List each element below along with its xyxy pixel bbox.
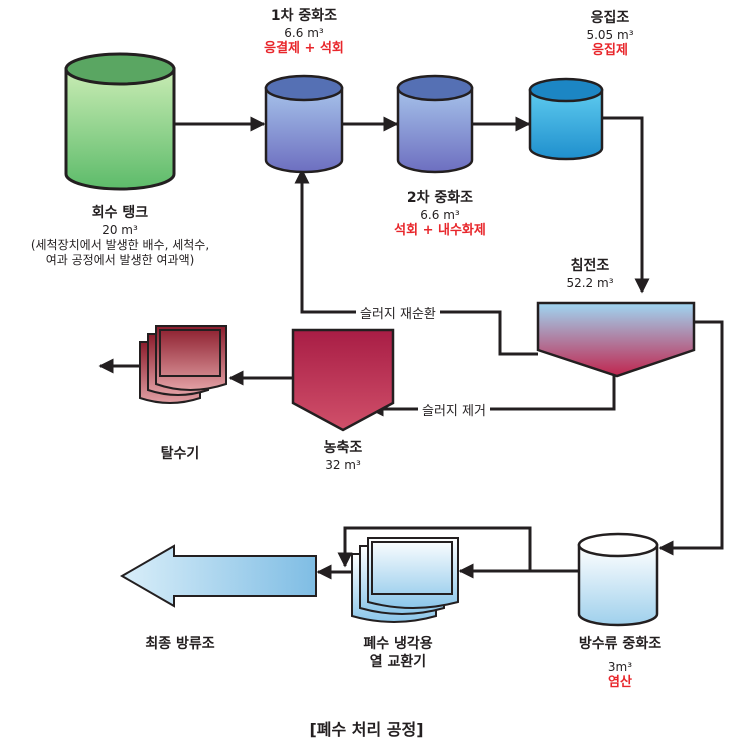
heat-exchanger-label: 폐수 냉각용 열 교환기 — [338, 636, 458, 671]
coagulation-tank-label: 응집조 5.05 m³ 응집제 — [560, 10, 660, 59]
recovery-tank — [64, 52, 176, 191]
recovery-tank-label: 회수 탱크 20 m³ (세척장치에서 발생한 배수, 세척수, 여과 공정에서… — [0, 205, 240, 268]
dewaterer-name: 탈수기 — [160, 446, 200, 462]
flow-settle-to-discharge — [658, 320, 724, 556]
recovery-tank-name: 회수 탱크 — [91, 205, 149, 221]
recovery-tank-desc-line2: 여과 공정에서 발생한 여과액) — [45, 252, 195, 267]
coagulation-tank — [528, 77, 604, 161]
neutral-tank-1-chem: 응결제 + 석회 — [264, 40, 344, 56]
final-discharge-name: 최종 방류조 — [145, 636, 215, 652]
settling-tank — [536, 301, 696, 378]
neutral-tank-1-volume: 6.6 m³ — [284, 25, 324, 40]
thickener-volume: 32 m³ — [325, 457, 361, 472]
discharge-neutral-chem: 염산 — [608, 674, 632, 690]
thickener-tank — [291, 328, 395, 432]
coagulation-tank-volume: 5.05 m³ — [586, 27, 634, 42]
flow-hx-recirc — [337, 526, 532, 571]
coagulation-tank-name: 응집조 — [590, 10, 630, 26]
heat-exchanger-name-line2: 열 교환기 — [369, 653, 427, 670]
neutral-tank-1 — [264, 74, 344, 174]
flow-sludge-removal — [368, 375, 616, 417]
dewaterer-label: 탈수기 — [135, 446, 225, 464]
flow-sludge-recycle — [294, 168, 538, 356]
discharge-neutral-tank — [577, 532, 659, 627]
thickener-name: 농축조 — [323, 440, 363, 456]
neutral-tank-2 — [396, 74, 474, 174]
sludge-recycle-label: 슬러지 재순환 — [356, 303, 440, 322]
coagulation-tank-chem: 응집제 — [592, 42, 628, 58]
neutral-tank-2-label: 2차 중화조 6.6 m³ 석회 + 내수화제 — [375, 190, 505, 239]
neutral-tank-2-chem: 석회 + 내수화제 — [394, 222, 486, 238]
discharge-neutral-volume: 3m³ — [607, 659, 633, 674]
sludge-removal-label: 슬러지 제거 — [418, 400, 490, 419]
settling-tank-label: 침전조 52.2 m³ — [540, 258, 640, 291]
heat-exchanger — [351, 537, 459, 623]
neutral-tank-2-volume: 6.6 m³ — [420, 207, 460, 222]
heat-exchanger-name-line1: 폐수 냉각용 — [363, 636, 433, 652]
neutral-tank-2-name: 2차 중화조 — [406, 190, 474, 206]
recovery-tank-desc-line1: (세척장치에서 발생한 배수, 세척수, — [30, 237, 210, 252]
final-discharge-tank — [119, 544, 317, 608]
dewaterer — [139, 325, 227, 404]
final-discharge-label: 최종 방류조 — [115, 636, 245, 654]
settling-tank-name: 침전조 — [570, 258, 610, 274]
flow-coag-to-settle — [603, 116, 650, 294]
discharge-neutral-name: 방수류 중화조 — [578, 636, 662, 652]
thickener-label: 농축조 32 m³ — [293, 440, 393, 473]
settling-tank-volume: 52.2 m³ — [566, 275, 614, 290]
neutral-tank-1-label: 1차 중화조 6.6 m³ 응결제 + 석회 — [244, 8, 364, 57]
diagram-title: [폐수 처리 공정] — [309, 720, 424, 739]
recovery-tank-volume: 20 m³ — [102, 222, 138, 237]
discharge-neutral-label: 방수류 중화조 3m³ 염산 — [555, 636, 685, 691]
flow-lines — [98, 116, 724, 580]
neutral-tank-1-name: 1차 중화조 — [270, 8, 338, 24]
